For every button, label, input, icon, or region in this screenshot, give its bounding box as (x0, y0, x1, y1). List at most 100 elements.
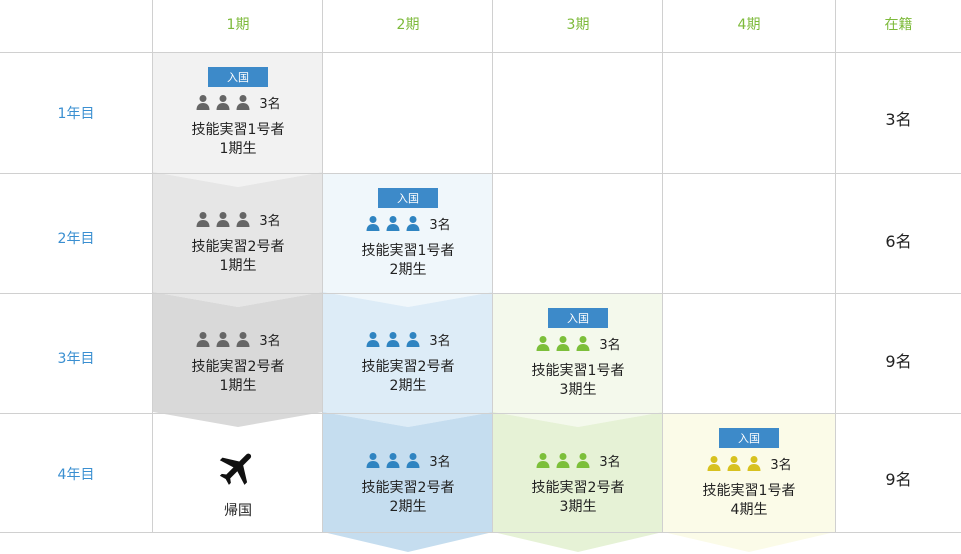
cohort-status: 技能実習2号者 3期生 (493, 479, 663, 517)
header-period-1: 1期 (226, 17, 250, 33)
people-group: 3名 (323, 328, 493, 350)
status-line: 技能実習2号者 (361, 480, 455, 496)
person-icon (196, 95, 210, 110)
cohort-line: 2期生 (389, 499, 427, 515)
person-icon (196, 212, 210, 227)
person-icon (406, 332, 420, 347)
cell-c2-year3: 3名 技能実習2号者 2期生 (323, 328, 493, 396)
cell-c3-year3: 入国 3名 技能実習1号者 3期生 (493, 307, 663, 400)
cohort-line: 1期生 (219, 378, 257, 394)
people-group: 3名 (493, 332, 663, 354)
total-year3: 9名 (885, 352, 912, 371)
person-icons (535, 335, 591, 351)
cohort3-year4-band (493, 412, 663, 552)
cell-c1-year3: 3名 技能実習2号者 1期生 (153, 328, 323, 396)
people-group: 3名 (153, 91, 323, 113)
row-label-year4: 4年目 (57, 467, 95, 483)
cell-c3-year4: 3名 技能実習2号者 3期生 (493, 449, 663, 517)
person-icons (365, 331, 421, 347)
status-line: 技能実習2号者 (191, 239, 285, 255)
person-icons (535, 452, 591, 468)
people-count: 3名 (429, 217, 451, 233)
grid-lines (0, 0, 961, 533)
total-year2: 6名 (885, 232, 912, 251)
people-count: 3名 (259, 213, 281, 229)
person-icon (536, 453, 550, 468)
cohort-line: 4期生 (730, 502, 768, 518)
person-icon (216, 95, 230, 110)
person-icon (727, 456, 741, 471)
person-icons (365, 215, 421, 231)
cohort-line: 2期生 (389, 262, 427, 278)
person-icon (576, 336, 590, 351)
person-icon (406, 453, 420, 468)
cohort-line: 3期生 (559, 382, 597, 398)
cohort2-year4-band (323, 412, 493, 552)
cohort2-year2-band (323, 174, 493, 307)
person-icon (386, 216, 400, 231)
person-icons (706, 455, 762, 471)
header-period-4: 4期 (737, 17, 761, 33)
people-count: 3名 (770, 457, 792, 473)
person-icon (386, 453, 400, 468)
cohort-status: 技能実習2号者 2期生 (323, 479, 493, 517)
entry-badge: 入国 (208, 67, 268, 87)
header-period-3: 3期 (566, 17, 590, 33)
cohort-status: 技能実習1号者 3期生 (493, 362, 663, 400)
cohort-line: 1期生 (219, 258, 257, 274)
status-line: 技能実習2号者 (531, 480, 625, 496)
people-group: 3名 (493, 449, 663, 471)
people-count: 3名 (599, 454, 621, 470)
cohort-status: 技能実習1号者 2期生 (323, 242, 493, 280)
cohort1-year2-band (153, 172, 323, 307)
people-group: 3名 (664, 452, 834, 474)
cohort-line: 3期生 (559, 499, 597, 515)
person-icon (196, 332, 210, 347)
cohort-line: 2期生 (389, 378, 427, 394)
person-icons (195, 331, 251, 347)
person-icon (236, 332, 250, 347)
status-line: 技能実習2号者 (191, 359, 285, 375)
person-icons (195, 94, 251, 110)
person-icons (195, 211, 251, 227)
person-icon (747, 456, 761, 471)
person-icon (707, 456, 721, 471)
cohort1-year1-band (153, 53, 323, 187)
person-icon (236, 95, 250, 110)
person-icon (556, 336, 570, 351)
header-enrolled: 在籍 (884, 17, 913, 33)
cohort3-year3-band (493, 294, 663, 427)
person-icon (556, 453, 570, 468)
status-line: 技能実習1号者 (702, 483, 796, 499)
status-line: 技能実習1号者 (361, 243, 455, 259)
people-group: 3名 (153, 328, 323, 350)
person-icon (576, 453, 590, 468)
row-label-year2: 2年目 (57, 231, 95, 247)
person-icon (366, 453, 380, 468)
people-count: 3名 (259, 96, 281, 112)
cell-c1-year1: 入国 3名 技能実習1号者 1期生 (153, 66, 323, 159)
person-icon (536, 336, 550, 351)
status-line: 技能実習2号者 (361, 359, 455, 375)
cohort-status: 技能実習2号者 2期生 (323, 358, 493, 396)
person-icon (366, 216, 380, 231)
cohort2-year3-band (323, 292, 493, 427)
cohort4-year4-band (663, 414, 835, 552)
person-icons (365, 452, 421, 468)
person-icon (406, 216, 420, 231)
person-icon (386, 332, 400, 347)
return-label: 帰国 (224, 503, 252, 519)
cell-c2-year4: 3名 技能実習2号者 2期生 (323, 449, 493, 517)
row-label-year1: 1年目 (57, 106, 95, 122)
status-line: 技能実習1号者 (191, 122, 285, 138)
people-count: 3名 (599, 337, 621, 353)
person-icon (216, 332, 230, 347)
cohort-status: 技能実習1号者 4期生 (664, 482, 834, 520)
person-icon (216, 212, 230, 227)
total-year1: 3名 (885, 110, 912, 129)
total-year4: 9名 (885, 470, 912, 489)
cell-c1-year2: 3名 技能実習2号者 1期生 (153, 208, 323, 276)
people-group: 3名 (153, 208, 323, 230)
